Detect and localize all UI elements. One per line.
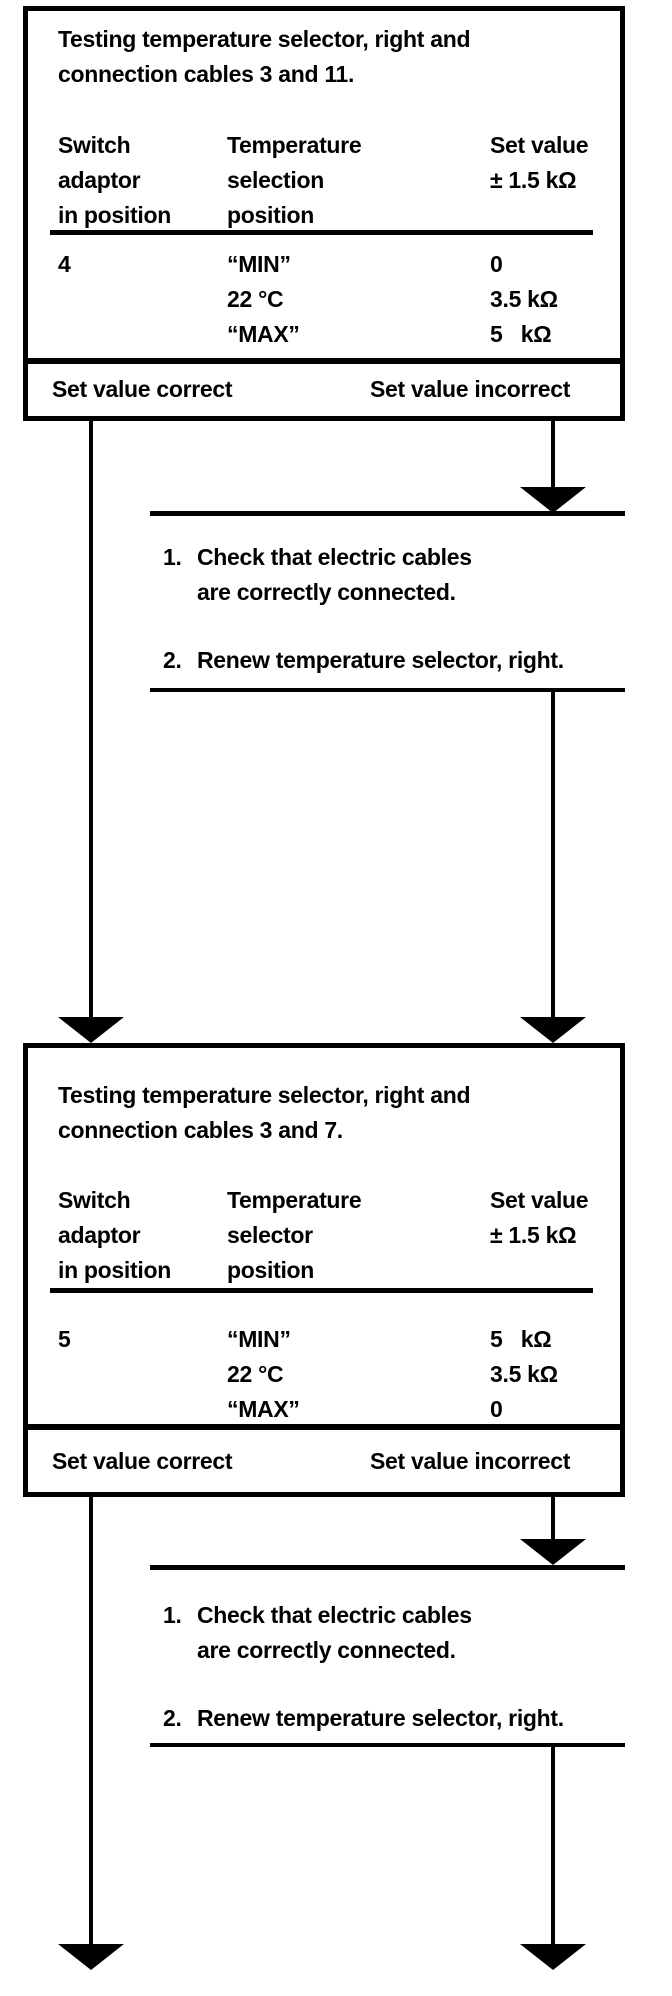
step1-title: Testing temperature selector, right and … [58,22,471,92]
header-switch-adaptor: Switch adaptor in position [58,1183,171,1288]
table-cell: 22 °C [227,286,284,312]
table-cell: 3.5 kΩ [490,286,558,312]
remedy-item-1-line2: are correctly connected. [197,579,456,605]
connector-line-remedy-1 [551,692,555,1018]
header-line: ± 1.5 kΩ [490,1222,577,1248]
header-line: adaptor [58,1222,141,1248]
table-cell: 22 °C [227,1361,284,1387]
header-line: Set value [490,1187,589,1213]
header-temperature-position: Temperature selection position [227,128,362,233]
test-step-box-2: Testing temperature selector, right and … [23,1043,625,1497]
outcome-correct-label: Set value correct [52,376,233,402]
table-cell: “MAX” [227,321,300,347]
remedy-item-1-line2: are correctly connected. [197,1637,456,1663]
header-switch-adaptor: Switch adaptor in position [58,128,171,233]
remedy-item-1-number: 1. [163,1602,182,1628]
table-cell: 5 kΩ [490,1326,552,1352]
remedy-box-2: 1. Check that electric cables are correc… [150,1565,625,1747]
table-cell: “MIN” [227,251,291,277]
header-line: in position [58,202,171,228]
arrowhead-down-icon [58,1017,124,1043]
outcome-incorrect-label: Set value incorrect [370,1448,571,1474]
step2-title-line1: Testing temperature selector, right and [58,1082,471,1108]
remedy-box-1: 1. Check that electric cables are correc… [150,511,625,692]
outcome-correct-label: Set value correct [52,1448,233,1474]
step2-title: Testing temperature selector, right and … [58,1078,471,1148]
table-cell: “MIN” [227,1326,291,1352]
set-value-column: 5 kΩ 3.5 kΩ 0 [490,1322,558,1427]
header-line: Temperature [227,132,362,158]
table-cell: 5 [58,1326,71,1352]
table-cell: 5 kΩ [490,321,552,347]
remedy-item-2-number: 2. [163,647,182,673]
header-line: position [227,202,315,228]
step1-title-line1: Testing temperature selector, right and [58,26,471,52]
header-line: Temperature [227,1187,362,1213]
remedy-item-1-line1: Check that electric cables [197,544,472,570]
header-line: Switch [58,132,131,158]
header-line: Switch [58,1187,131,1213]
connector-line-remedy-2 [551,1747,555,1944]
header-line: in position [58,1257,171,1283]
header-line: selection [227,167,325,193]
table-cell: 4 [58,251,71,277]
adaptor-position-value: 4 [58,247,71,282]
table-cell: 0 [490,1396,503,1422]
remedy-item-2-text: Renew temperature selector, right. [197,1705,564,1731]
outcome-divider-line [28,1424,620,1430]
header-line: ± 1.5 kΩ [490,167,577,193]
selector-position-column: “MIN” 22 °C “MAX” [227,247,300,352]
table-cell: 3.5 kΩ [490,1361,558,1387]
remedy-item-1-line1: Check that electric cables [197,1602,472,1628]
arrowhead-down-icon [520,487,586,513]
connector-line-incorrect-2 [551,1497,555,1539]
table-cell: “MAX” [227,1396,300,1422]
connector-line-correct-2 [89,1497,93,1944]
table-header-rule [50,1288,593,1293]
set-value-column: 0 3.5 kΩ 5 kΩ [490,247,558,352]
header-line: selector [227,1222,313,1248]
remedy-item-1-number: 1. [163,544,182,570]
outcome-divider-line [28,358,620,364]
step2-title-line2: connection cables 3 and 7. [58,1117,343,1143]
header-set-value: Set value ± 1.5 kΩ [490,1183,589,1253]
arrowhead-down-icon [520,1017,586,1043]
header-set-value: Set value ± 1.5 kΩ [490,128,589,198]
step1-title-line2: connection cables 3 and 11. [58,61,355,87]
adaptor-position-value: 5 [58,1322,71,1357]
remedy-item-2-text: Renew temperature selector, right. [197,647,564,673]
header-temperature-position: Temperature selector position [227,1183,362,1288]
connector-line-correct-1 [89,421,93,1018]
header-line: Set value [490,132,589,158]
selector-position-column: “MIN” 22 °C “MAX” [227,1322,300,1427]
table-header-rule [50,230,593,235]
test-step-box-1: Testing temperature selector, right and … [23,6,625,421]
outcome-incorrect-label: Set value incorrect [370,376,571,402]
header-line: adaptor [58,167,141,193]
table-cell: 0 [490,251,503,277]
remedy-item-2-number: 2. [163,1705,182,1731]
arrowhead-down-icon [520,1539,586,1565]
arrowhead-down-icon [520,1944,586,1970]
connector-line-incorrect-1 [551,421,555,488]
arrowhead-down-icon [58,1944,124,1970]
header-line: position [227,1257,315,1283]
